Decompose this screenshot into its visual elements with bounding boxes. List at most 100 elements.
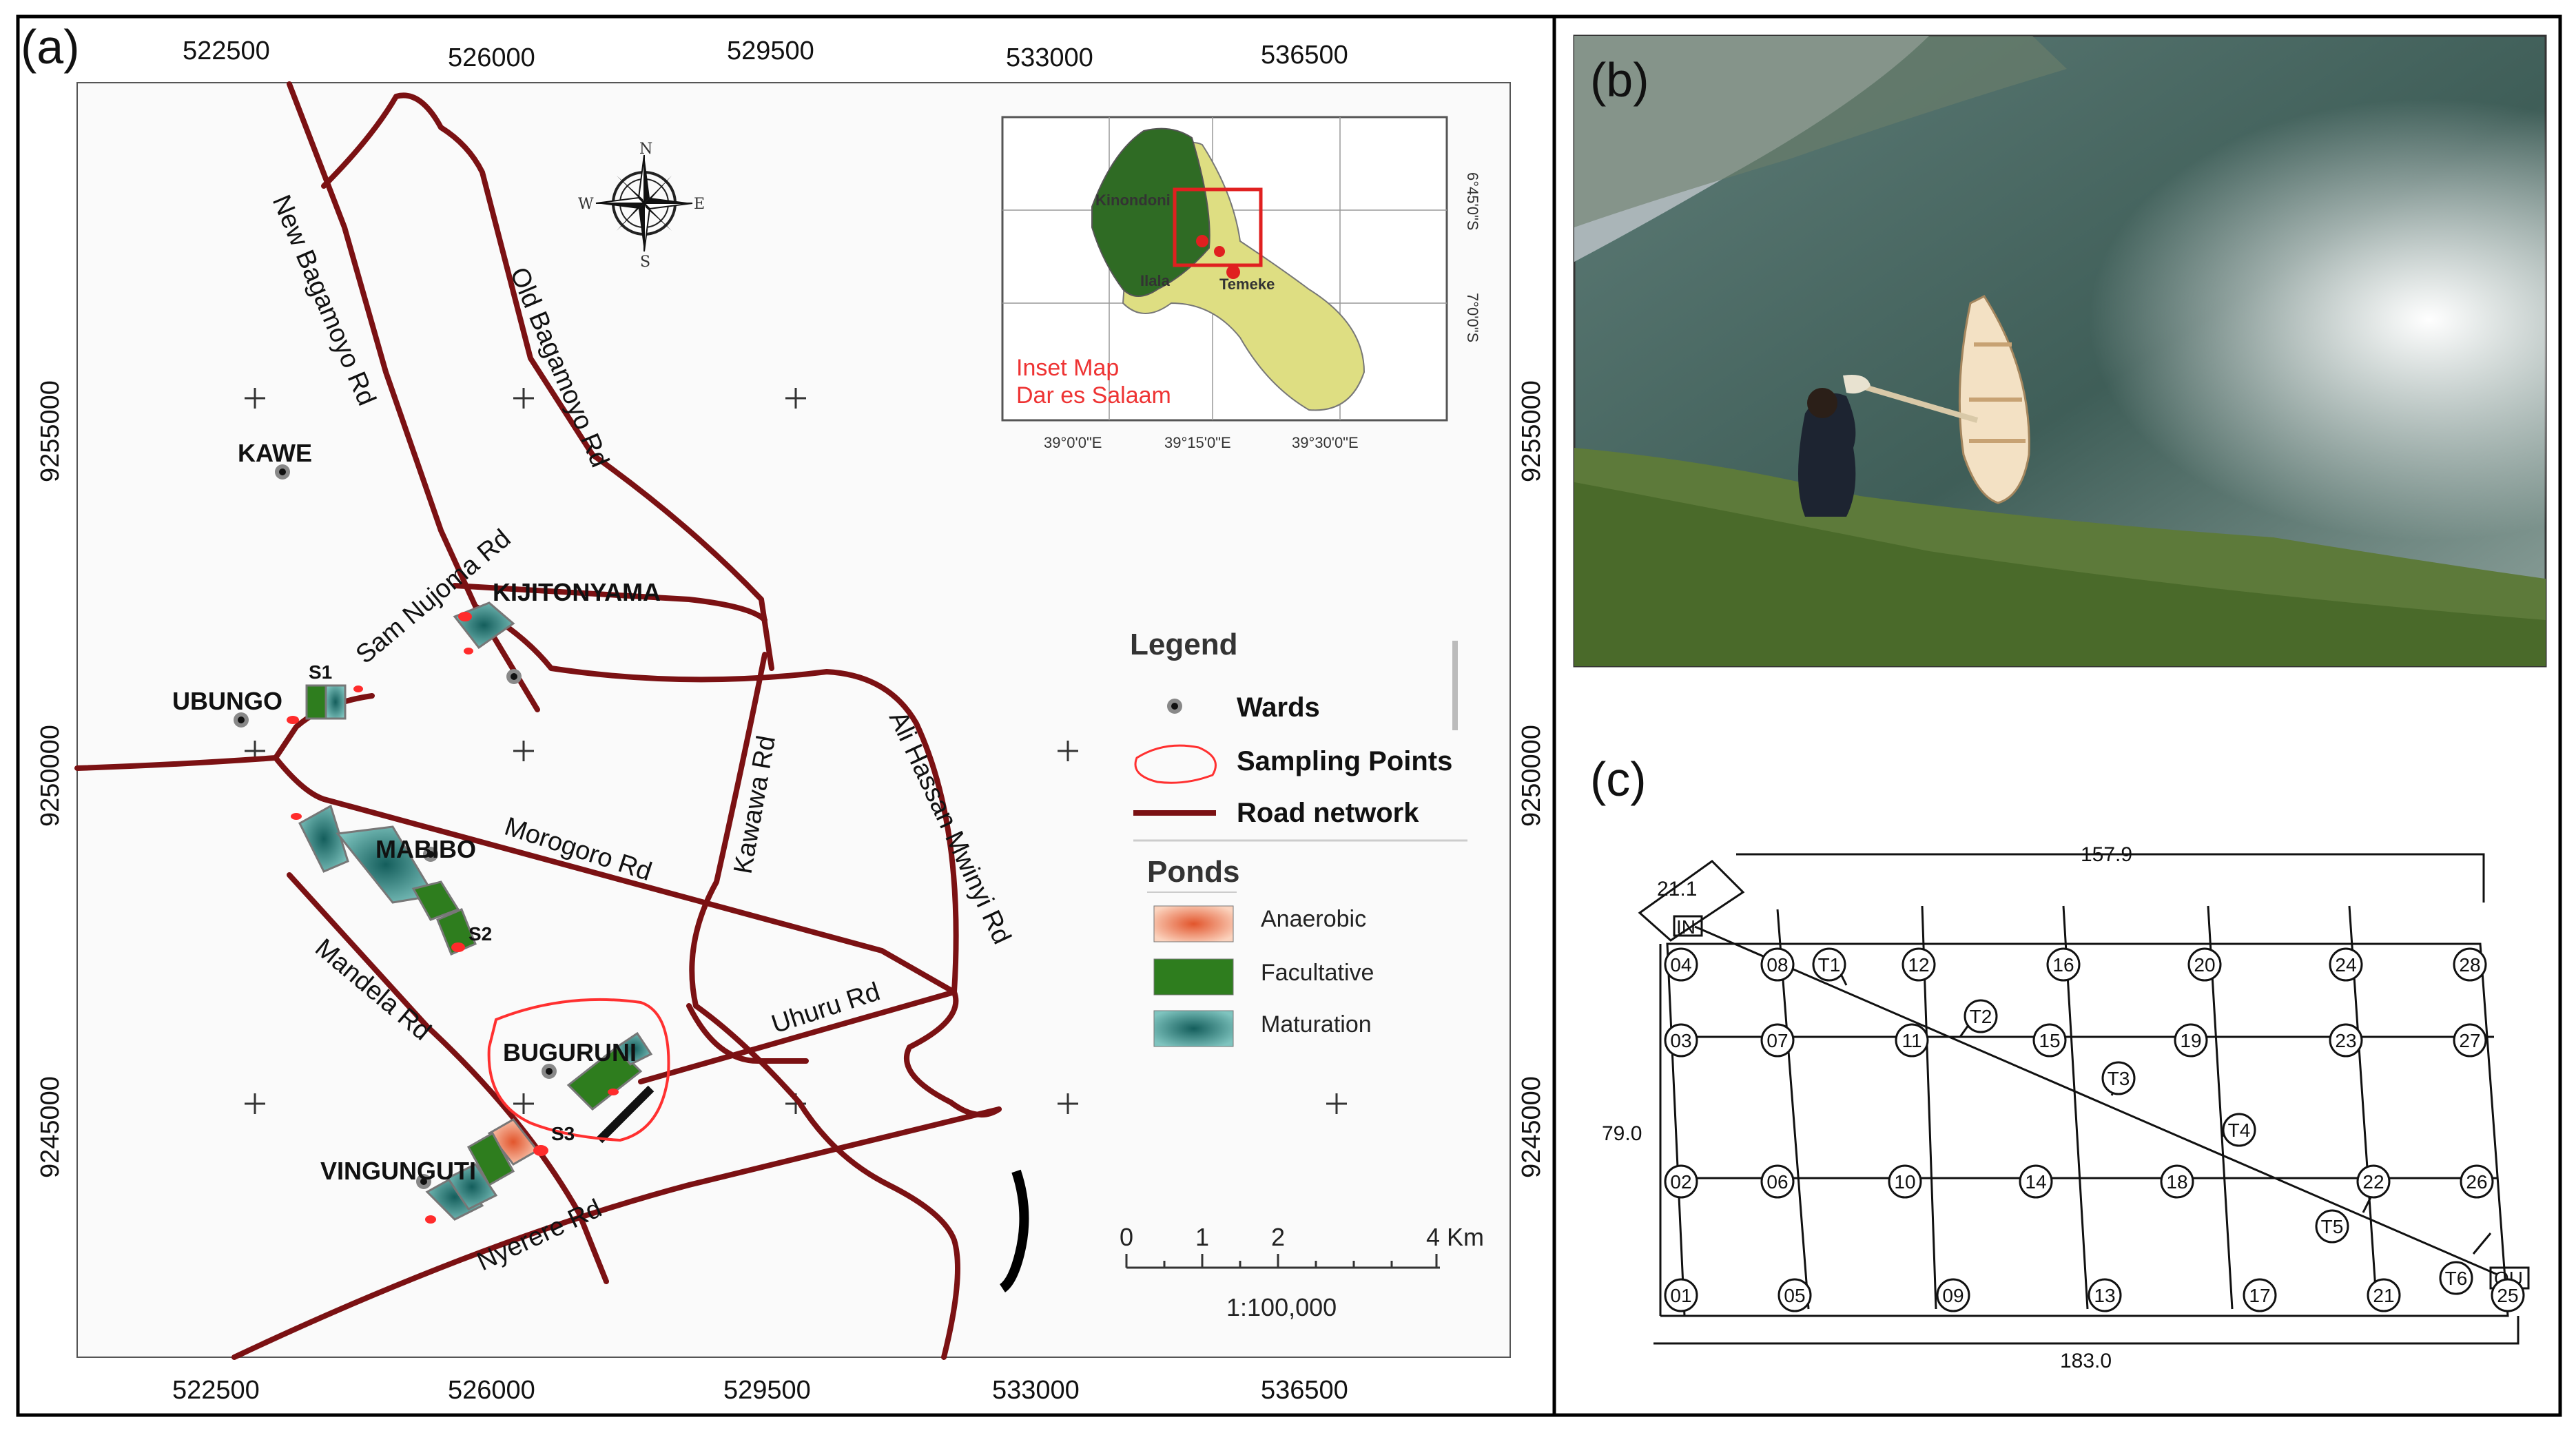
- top-coord: 522500: [183, 37, 270, 65]
- right-coord: 9255000: [1517, 380, 1546, 482]
- legend-wards: Wards: [1237, 692, 1320, 723]
- ward-label: VINGUNGUTI: [320, 1157, 476, 1185]
- compass-e: E: [694, 196, 705, 213]
- ward-label: KIJITONYAMA: [493, 578, 661, 606]
- transect-point: [2439, 1261, 2473, 1295]
- pond-group-mabibo: [298, 804, 477, 956]
- legend-maturation-swatch: [1153, 1010, 1234, 1047]
- transect-point-label: T1: [1818, 954, 1841, 976]
- transect-point-label: T2: [1970, 1006, 1992, 1027]
- inset-region-dark: [1091, 127, 1210, 297]
- sampling-label: S2: [468, 923, 492, 945]
- sampling-cell: [1902, 947, 1936, 982]
- legend-sampling-icon: [1134, 744, 1217, 784]
- ward-label: KAWE: [238, 439, 312, 467]
- sampling-cell: [2160, 1164, 2194, 1199]
- top-coord: 533000: [1006, 43, 1093, 72]
- sampling-cell-label: 20: [2194, 954, 2215, 976]
- right-coord: 9245000: [1517, 1076, 1546, 1178]
- sampling-cell-label: 21: [2373, 1285, 2394, 1306]
- panel-a-map: (a) 522500 526000 529500 533000 536500 5…: [16, 14, 1556, 1417]
- sampling-cell-label: 10: [1894, 1171, 1915, 1193]
- top-coord: 529500: [727, 37, 814, 65]
- legend-facultative-swatch: [1153, 958, 1234, 996]
- legend-anaerobic: Anaerobic: [1261, 906, 1366, 932]
- compass-s: S: [640, 254, 650, 271]
- road-thick-segment: [999, 1169, 1029, 1292]
- legend-facultative: Facultative: [1261, 960, 1374, 986]
- inlet-label: IN: [1676, 916, 1696, 938]
- ward-markers: [234, 464, 557, 1189]
- left-coord: 9245000: [36, 1076, 65, 1178]
- sampling-point-outline: [487, 998, 670, 1142]
- sampling-cell: [2367, 1278, 2401, 1312]
- scale-ratio: 1:100,000: [1226, 1293, 1337, 1321]
- sampling-cell: [2046, 947, 2081, 982]
- sampling-cell-label: 17: [2249, 1285, 2270, 1306]
- top-coord: 526000: [448, 43, 535, 72]
- bottom-coord: 529500: [723, 1376, 811, 1405]
- ward-label: BUGURUNI: [503, 1038, 637, 1066]
- scale-tick: 2: [1271, 1223, 1285, 1251]
- transect-point: [2222, 1113, 2256, 1147]
- sampling-cell: [2032, 1023, 2067, 1058]
- sampling-cell: [1888, 1164, 1922, 1199]
- right-coord: 9250000: [1517, 725, 1546, 827]
- bottom-coord: 526000: [448, 1376, 535, 1405]
- sampling-cell-label: 08: [1766, 954, 1788, 976]
- scale-bar: 0 1 2 4 Km 1:100,000: [1120, 1223, 1484, 1321]
- legend: Legend Wards Sampling Points Road networ…: [1130, 628, 1467, 1047]
- sampling-cell-label: 18: [2166, 1171, 2187, 1193]
- sampling-cell: [2460, 1164, 2494, 1199]
- inset-district: Ilala: [1140, 272, 1171, 289]
- sampling-cell-label: 05: [1784, 1285, 1805, 1306]
- sampling-cell: [2491, 1278, 2525, 1312]
- legend-ponds-title: Ponds: [1147, 855, 1239, 889]
- sampling-cell-label: 22: [2362, 1171, 2384, 1193]
- inset-district: Temeke: [1219, 276, 1275, 293]
- sampling-label: S3: [551, 1123, 575, 1144]
- person: [1798, 393, 1856, 517]
- sampling-label: S1: [309, 661, 332, 683]
- transect-point-label: T6: [2445, 1268, 2468, 1289]
- sampling-cell-label: 16: [2052, 954, 2074, 976]
- scale-tick: 0: [1120, 1223, 1133, 1251]
- transect-point: [2315, 1209, 2349, 1244]
- dim-height: 79.0: [1602, 1122, 1642, 1145]
- legend-sampling: Sampling Points: [1237, 746, 1452, 776]
- sampling-cell-label: 15: [2039, 1030, 2060, 1051]
- legend-anaerobic-swatch: [1153, 905, 1234, 942]
- inset-lon: 39°15'0"E: [1164, 434, 1231, 451]
- compass-n: N: [639, 141, 652, 158]
- dim-bottom: 183.0: [2060, 1350, 2112, 1372]
- scale-tick: 4 Km: [1426, 1223, 1484, 1251]
- dim-inlet: 21.1: [1657, 878, 1697, 900]
- ward-label: MABIBO: [375, 835, 476, 863]
- inset-map: Kinondoni Ilala Temeke Inset Map Dar es …: [1001, 116, 1481, 451]
- sampling-cell-label: 07: [1766, 1030, 1788, 1051]
- sampling-cell-label: 28: [2459, 954, 2480, 976]
- transect-point: [1964, 999, 1998, 1033]
- panel-a-label: (a): [21, 20, 80, 74]
- sampling-cell: [1895, 1023, 1929, 1058]
- transect-point: [1812, 947, 1846, 982]
- inset-title: Inset Map: [1016, 355, 1119, 381]
- paddle: [1859, 383, 1979, 423]
- panel-b-label: (b): [1590, 53, 1649, 107]
- top-coord: 536500: [1261, 41, 1348, 70]
- sampling-cell-label: 06: [1766, 1171, 1788, 1193]
- transect-point: [2101, 1061, 2136, 1095]
- ward-label: UBUNGO: [172, 687, 282, 715]
- sampling-cell: [1760, 947, 1795, 982]
- compass-w: W: [578, 196, 594, 213]
- left-coord: 9250000: [36, 725, 65, 827]
- inset-lat: 7°0'0"S: [1464, 293, 1481, 342]
- sampling-cell-label: 04: [1670, 954, 1691, 976]
- sampling-cell: [1664, 947, 1698, 982]
- transect-point-label: T4: [2228, 1120, 2251, 1141]
- compass-rose-icon: N S E W: [578, 141, 705, 271]
- sampling-cell: [1760, 1164, 1795, 1199]
- left-coord: 9255000: [36, 380, 65, 482]
